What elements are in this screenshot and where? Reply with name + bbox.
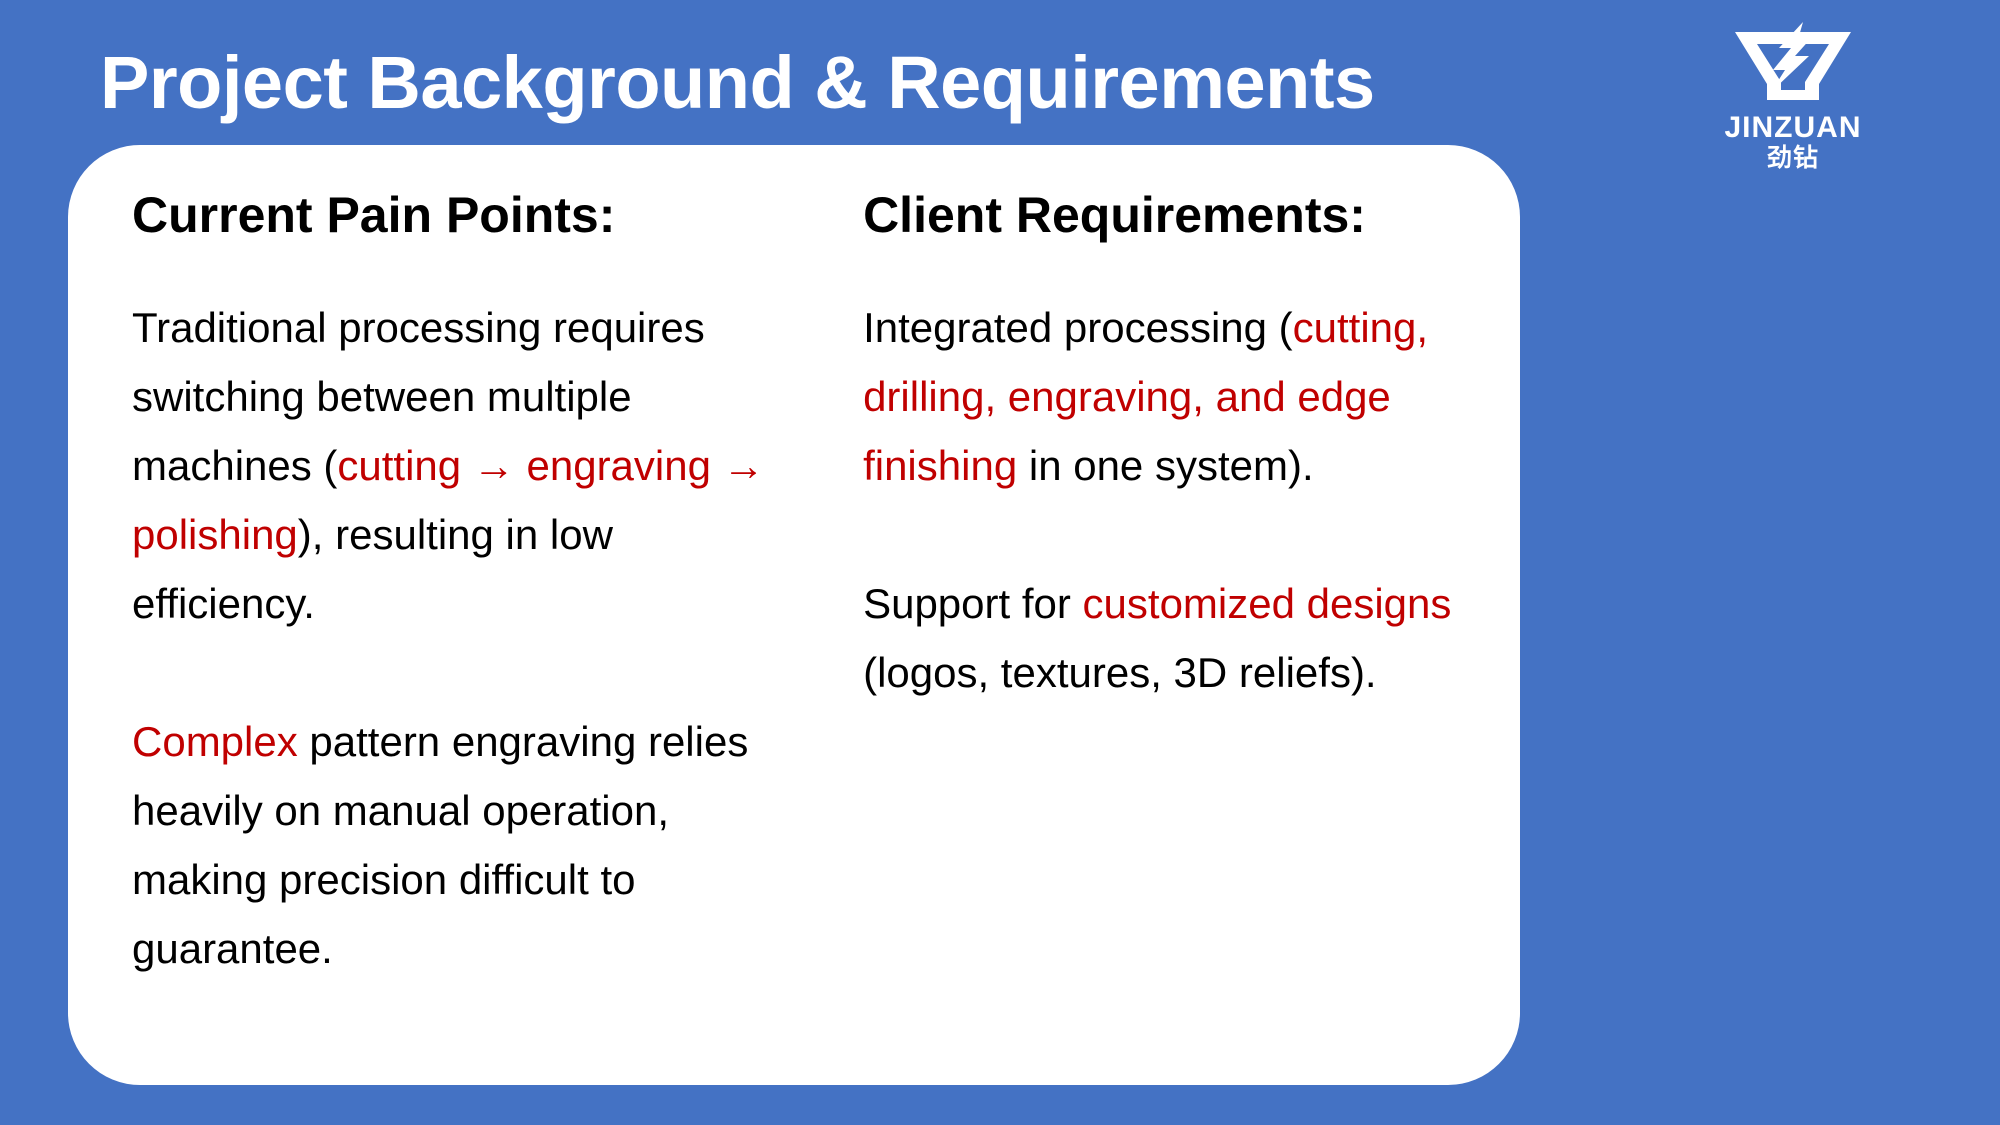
text-run: pattern engraving relies heavily on manu…	[132, 718, 749, 972]
pain-points-paragraph-1: Traditional processing requires switchin…	[132, 293, 785, 638]
text-run: Support for	[863, 580, 1083, 627]
content-card: Current Pain Points: Traditional process…	[68, 145, 1520, 1085]
page-title: Project Background & Requirements	[100, 41, 1375, 124]
highlighted-text-run: cutting, drilling, engraving, and edge f…	[863, 304, 1429, 489]
pain-points-paragraph-2: Complex pattern engraving relies heavily…	[132, 707, 785, 983]
company-logo: JINZUAN 劲钻	[1698, 22, 1888, 172]
pain-points-body: Traditional processing requires switchin…	[132, 293, 785, 983]
logo-chinese-name: 劲钻	[1766, 143, 1819, 172]
column-pain-points: Current Pain Points: Traditional process…	[132, 185, 809, 983]
text-run: ), resulting in low efficiency.	[132, 511, 613, 627]
client-requirements-heading: Client Requirements:	[863, 187, 1366, 243]
highlighted-text-run: customized designs	[1082, 580, 1452, 627]
client-requirements-paragraph-2: Support for customized designs (logos, t…	[863, 569, 1464, 707]
text-run: Integrated processing (	[863, 304, 1293, 351]
client-requirements-paragraph-1: Integrated processing (cutting, drilling…	[863, 293, 1464, 500]
jinzuan-chevron-drill-icon	[1735, 22, 1851, 100]
column-client-requirements: Client Requirements: Integrated processi…	[809, 185, 1464, 707]
text-run: Traditional processing requires switchin…	[132, 304, 705, 489]
text-run: in one system).	[1017, 442, 1314, 489]
highlighted-text-run: Complex	[132, 718, 298, 765]
pain-points-heading: Current Pain Points:	[132, 187, 616, 243]
text-run: (logos, textures, 3D reliefs).	[863, 649, 1377, 696]
logo-wordmark: JINZUAN	[1724, 111, 1862, 144]
highlighted-text-run: cutting → engraving → polishing	[132, 442, 765, 558]
two-column-layout: Current Pain Points: Traditional process…	[132, 185, 1464, 1085]
client-requirements-body: Integrated processing (cutting, drilling…	[863, 293, 1464, 707]
